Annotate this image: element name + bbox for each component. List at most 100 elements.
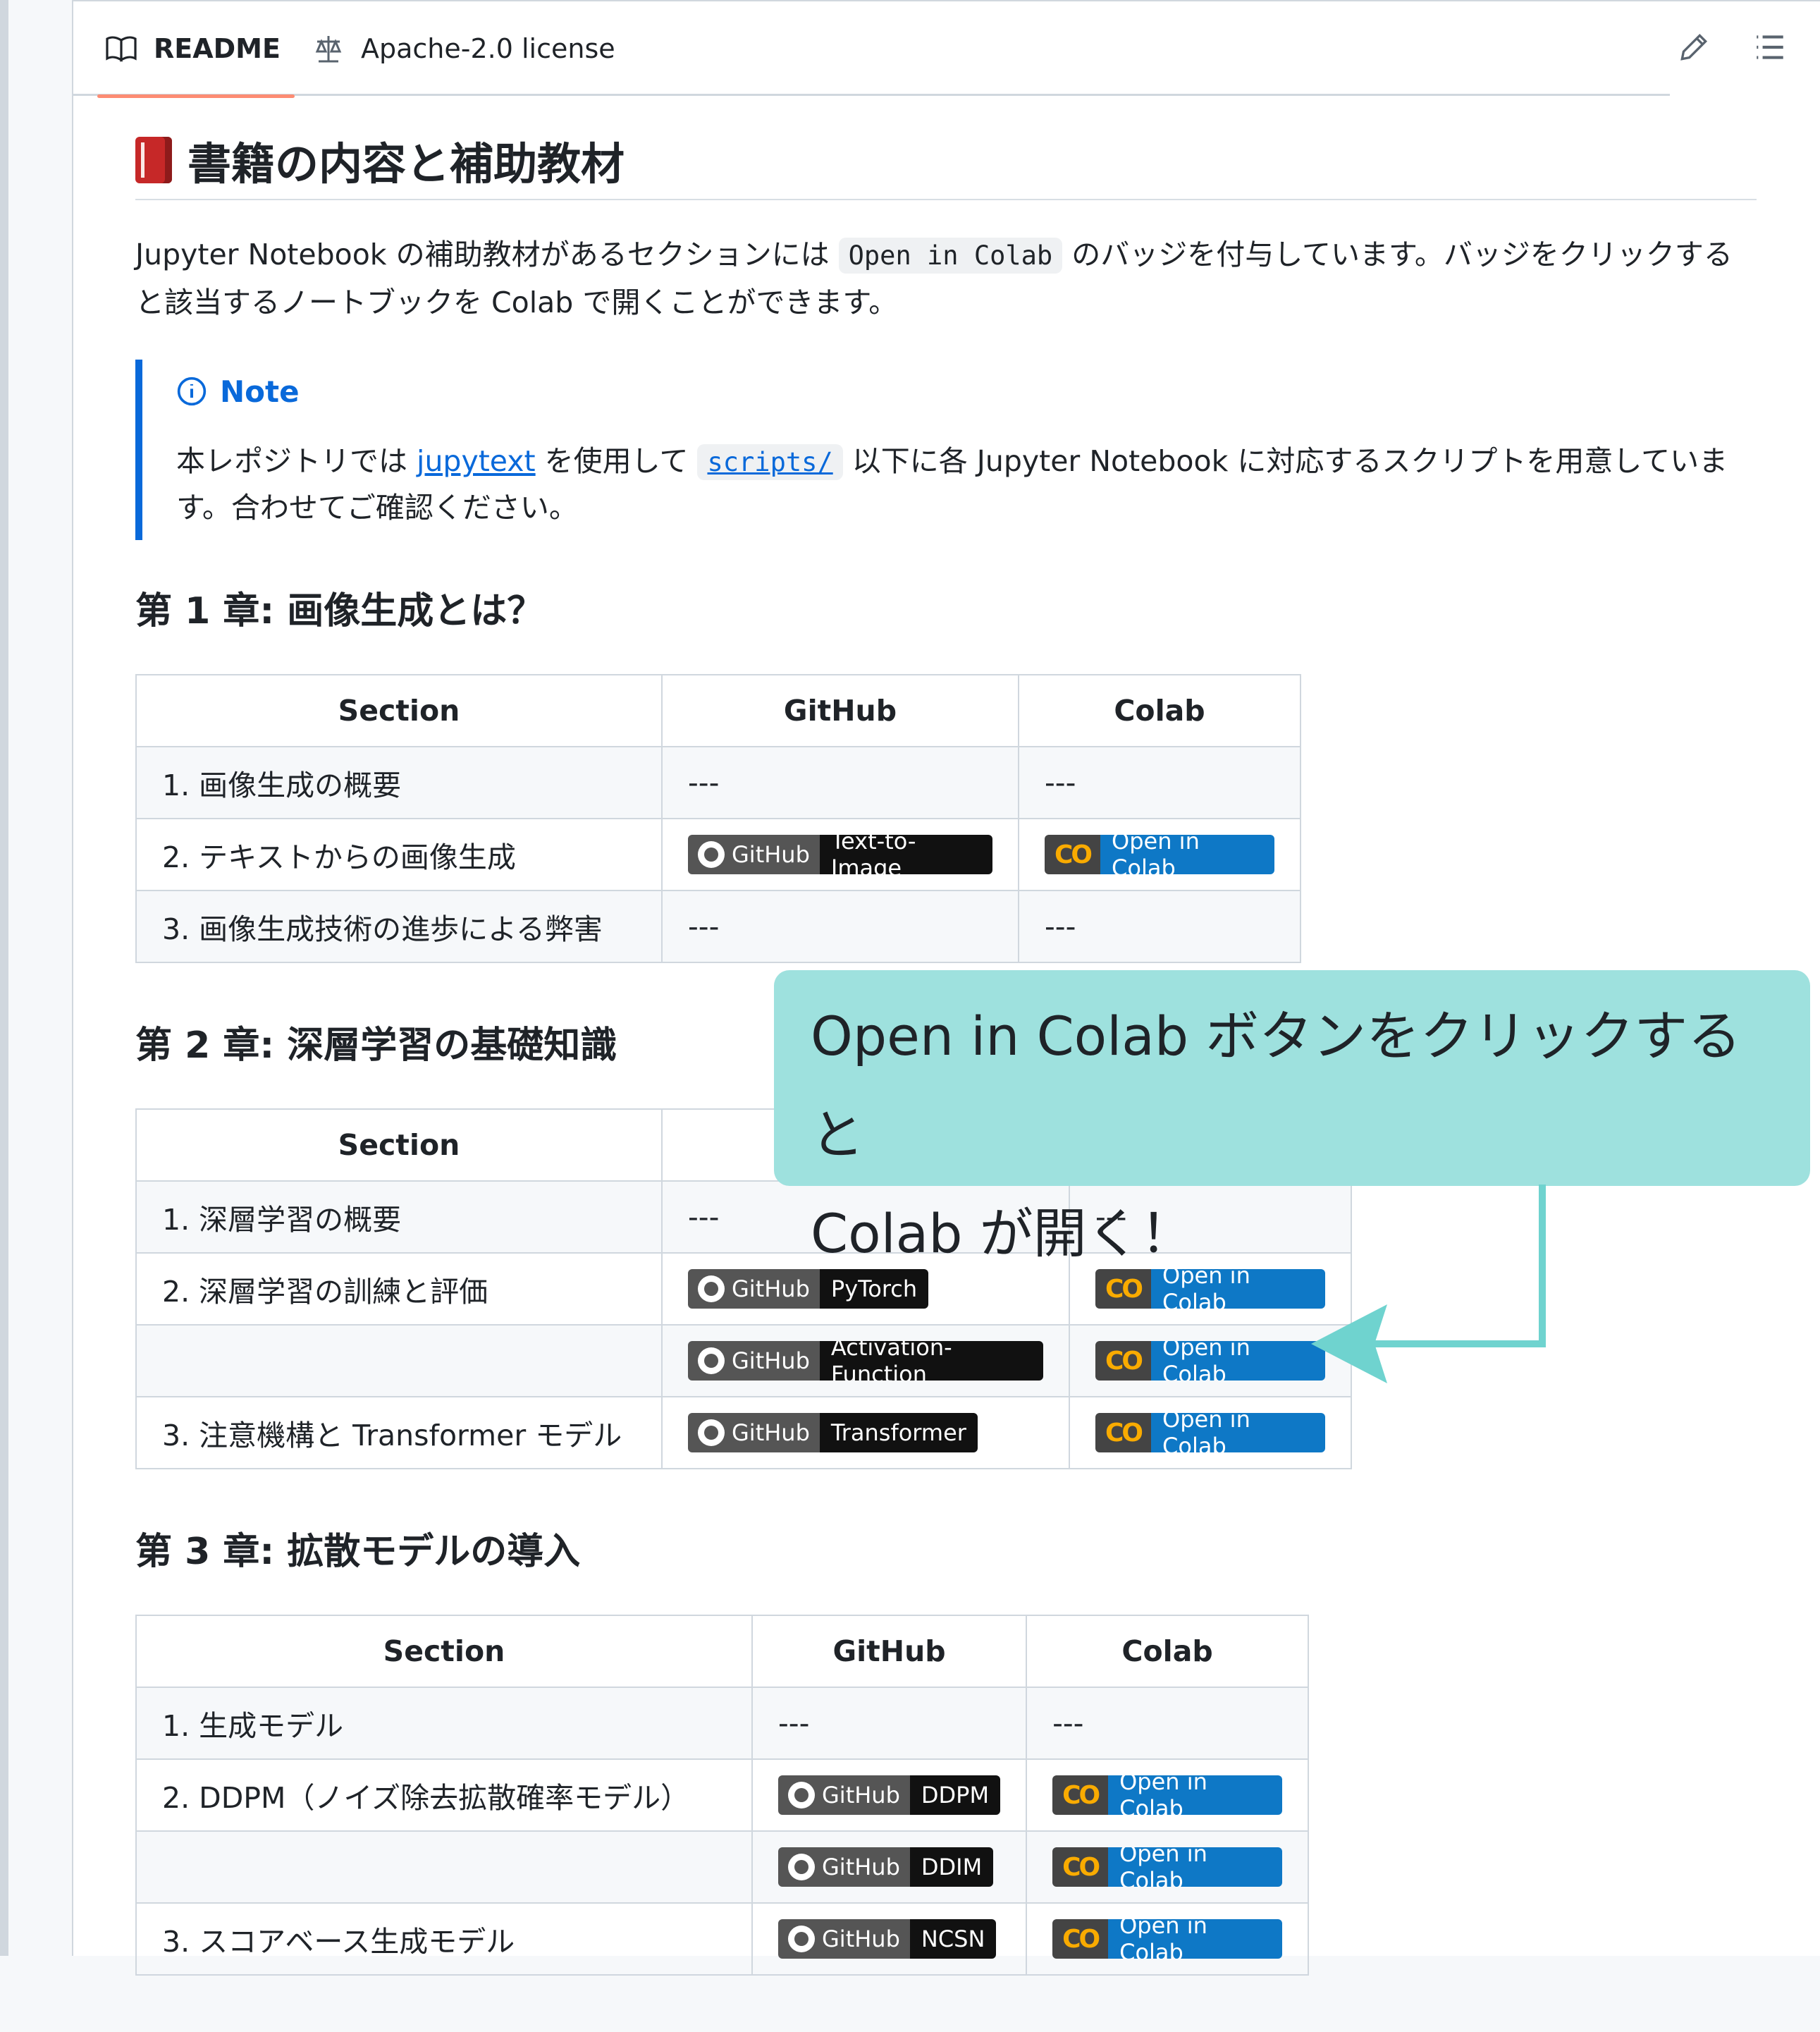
colab-icon: CO [1105, 1274, 1143, 1304]
colab-cell: CO Open in Colab [1069, 1252, 1352, 1326]
github-badge-left: GitHub [778, 1775, 910, 1815]
colab-badge-label: Open in Colab [1108, 1775, 1283, 1815]
scripts-link[interactable]: scripts/ [697, 444, 843, 480]
col-github: GitHub [661, 674, 1019, 747]
section-cell: 3. スコアベース生成モデル [135, 1902, 753, 1976]
github-badge-left: GitHub [688, 1341, 820, 1381]
table-row: 1. 深層学習の概要 --- --- [135, 1180, 1352, 1254]
colab-badge-left: CO [1045, 835, 1101, 874]
book-icon [106, 36, 137, 62]
github-badge-left: GitHub [778, 1919, 910, 1959]
colab-icon: CO [1105, 1418, 1143, 1448]
github-badge-label: GitHub [822, 1926, 900, 1952]
github-badge-label: GitHub [732, 1347, 810, 1374]
chapter3-heading: 第 3 章: 拡散モデルの導入 [135, 1531, 581, 1573]
tab-license-label: Apache-2.0 license [361, 33, 615, 64]
col-section: Section [135, 674, 663, 747]
col-colab: Colab [1018, 674, 1301, 747]
colab-badge-left: CO [1095, 1269, 1152, 1309]
callout-line-1: Open in Colab ボタンをクリックすると [811, 1005, 1742, 1166]
note-title: Note [176, 369, 1757, 413]
tab-readme[interactable]: README [97, 1, 295, 98]
col-colab: Colab [1026, 1615, 1310, 1688]
annotation-arrow [1311, 1185, 1546, 1383]
github-icon [698, 841, 725, 868]
github-cell: --- [661, 890, 1019, 963]
colab-badge-left: CO [1095, 1341, 1152, 1381]
github-cell: --- [661, 746, 1019, 819]
section-cell [135, 1324, 663, 1397]
section-cell: 3. 注意機構と Transformer モデル [135, 1396, 663, 1469]
section-cell: 2. 深層学習の訓練と評価 [135, 1252, 663, 1326]
github-badge-name: DDPM [909, 1775, 1001, 1815]
tab-license[interactable]: Apache-2.0 license [312, 1, 615, 96]
outline-list-icon[interactable] [1752, 30, 1788, 65]
colab-badge[interactable]: CO Open in Colab [1095, 1269, 1325, 1309]
section-cell: 1. 深層学習の概要 [135, 1180, 663, 1254]
note-title-text: Note [220, 374, 300, 409]
section-heading: 書籍の内容と補助教材 [135, 121, 1757, 200]
section-cell: 1. 生成モデル [135, 1687, 753, 1760]
chapter2-heading: 第 2 章: 深層学習の基礎知識 [135, 1024, 617, 1067]
colab-badge-label: Open in Colab [1151, 1341, 1325, 1381]
colab-badge-label: Open in Colab [1151, 1269, 1325, 1309]
readme-tabbar: README Apache-2.0 license [73, 1, 1670, 98]
github-badge-name: PyTorch [819, 1269, 929, 1309]
readme-content: 書籍の内容と補助教材 Jupyter Notebook の補助教材があるセクショ… [135, 121, 1757, 2032]
section-cell: 2. テキストからの画像生成 [135, 818, 663, 891]
tab-readme-label: README [154, 33, 281, 64]
github-badge-name: Activation-Function [819, 1341, 1043, 1381]
callout-line-2: Colab が開く！ [811, 1202, 1194, 1265]
section-cell: 1. 画像生成の概要 [135, 746, 663, 819]
intro-code: Open in Colab [838, 238, 1063, 274]
chapter3-table: Section GitHub Colab 1. 生成モデル --- --- 2.… [135, 1615, 1310, 1976]
pencil-icon[interactable] [1676, 30, 1711, 65]
colab-badge-left: CO [1052, 1775, 1109, 1815]
section-heading-text: 書籍の内容と補助教材 [187, 138, 625, 190]
github-badge[interactable]: GitHub Activation-Function [688, 1341, 1043, 1381]
colab-cell: --- [1018, 890, 1301, 963]
colab-badge-label: Open in Colab [1108, 1919, 1283, 1959]
note-text-1: 本レポジトリでは [176, 444, 417, 478]
info-icon [177, 377, 207, 406]
note-text-2: を使用して [535, 444, 698, 478]
github-icon [788, 1926, 815, 1952]
section-cell [135, 1830, 753, 1904]
github-badge-name: Transformer [819, 1413, 978, 1452]
github-icon [788, 1782, 815, 1808]
github-badge-name: DDIM [909, 1847, 994, 1887]
jupytext-link[interactable]: jupytext [417, 444, 536, 478]
github-badge-left: GitHub [688, 1413, 820, 1452]
colab-badge-left: CO [1095, 1413, 1152, 1452]
chapter1-heading: 第 1 章: 画像生成とは？ [135, 590, 544, 632]
colab-cell: --- [1018, 746, 1301, 819]
colab-icon: CO [1055, 840, 1093, 869]
github-badge-label: GitHub [732, 841, 810, 868]
